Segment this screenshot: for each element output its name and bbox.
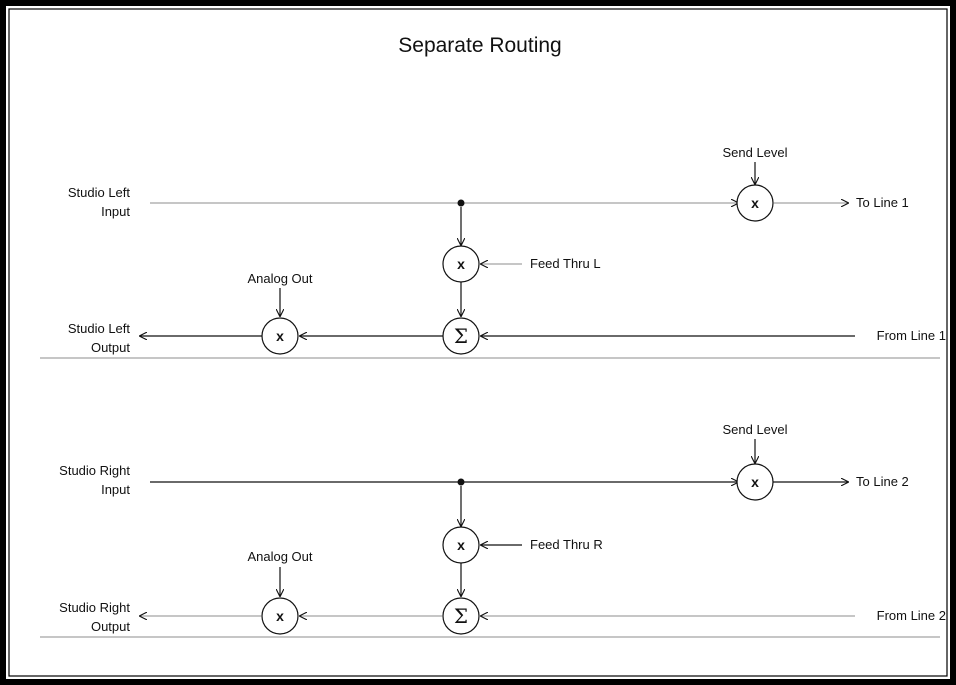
right-to-line-label: To Line 2 [856,474,909,489]
diagram-title: Separate Routing [398,34,561,57]
studio-right-output-label-1: Studio Right [59,600,130,615]
left-feed-multiplier-symbol: x [457,256,465,272]
left-send-level-label: Send Level [722,145,787,160]
right-channel: Studio Right Input Send Level x To Line … [40,422,946,638]
right-analog-out-label: Analog Out [247,549,312,564]
right-send-multiplier-symbol: x [751,474,759,490]
left-feed-thru-label: Feed Thru L [530,256,601,271]
right-feed-thru-label: Feed Thru R [530,537,603,552]
studio-left-output-label-1: Studio Left [68,321,131,336]
right-split-dot [457,478,465,486]
studio-left-output-label-2: Output [91,340,130,355]
right-analog-multiplier-symbol: x [276,608,284,624]
studio-right-output-label-2: Output [91,619,130,634]
left-to-line-label: To Line 1 [856,195,909,210]
studio-right-input-label-2: Input [101,482,130,497]
studio-left-input-label-2: Input [101,204,130,219]
studio-right-input-label-1: Studio Right [59,463,130,478]
right-sum-symbol: Σ [454,604,468,628]
right-feed-multiplier-symbol: x [457,537,465,553]
left-sum-symbol: Σ [454,324,468,348]
left-analog-out-label: Analog Out [247,271,312,286]
left-analog-multiplier-symbol: x [276,328,284,344]
left-send-multiplier-symbol: x [751,195,759,211]
left-from-line-label: From Line 1 [877,328,946,343]
right-send-level-label: Send Level [722,422,787,437]
inner-border [8,8,948,677]
left-split-dot [457,199,465,207]
left-channel: Studio Left Input Send Level x To Line 1… [40,145,946,359]
right-from-line-label: From Line 2 [877,608,946,623]
studio-left-input-label-1: Studio Left [68,185,131,200]
